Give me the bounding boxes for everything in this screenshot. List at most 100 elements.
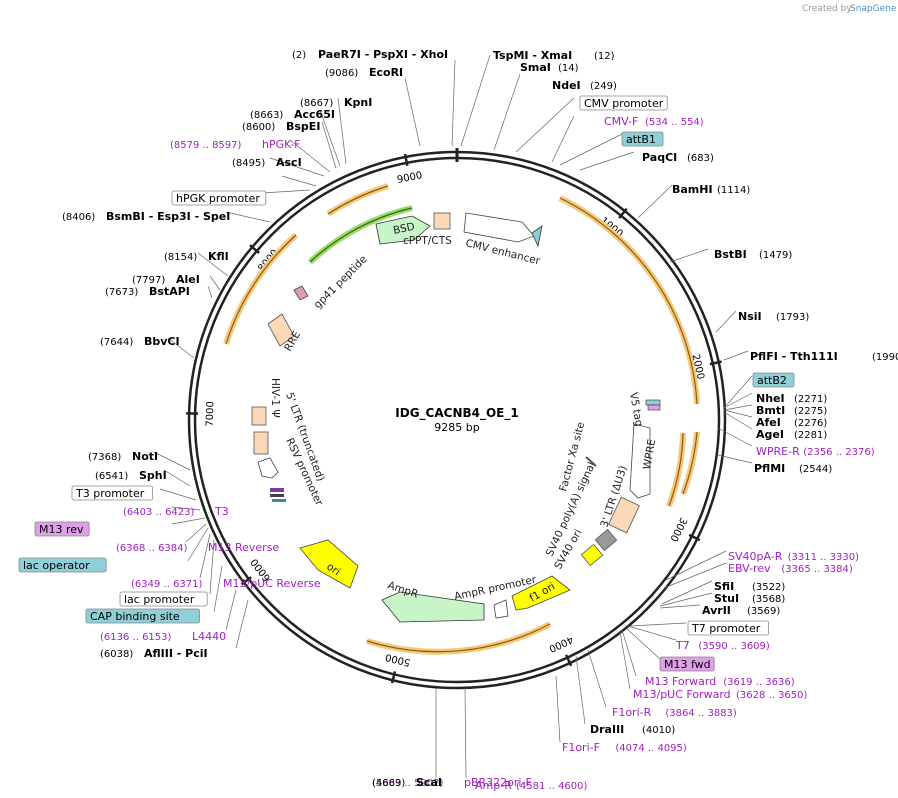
map-label[interactable]: attB1 xyxy=(621,131,664,147)
map-label[interactable]: (3628 .. 3650)M13/pUC Forward xyxy=(633,688,808,701)
map-label[interactable]: (2356 .. 2376)WPRE-R xyxy=(756,445,875,458)
map-label[interactable]: (3569)AvrII xyxy=(702,604,780,617)
map-label[interactable]: (683)PaqCI xyxy=(642,151,714,164)
feature-box xyxy=(18,557,107,573)
ltr3-feature[interactable] xyxy=(608,496,640,534)
ori-feature[interactable] xyxy=(299,539,359,589)
v5-feature[interactable] xyxy=(647,404,661,411)
map-label[interactable]: (4010)DraIII xyxy=(590,723,675,736)
enzyme-name: PflFI - Tth111I xyxy=(750,350,838,363)
f1-ori-feature[interactable] xyxy=(511,575,571,611)
map-label[interactable]: attB2 xyxy=(752,372,795,388)
map-label[interactable]: (3590 .. 3609)T7 xyxy=(675,639,770,652)
map-label[interactable]: CAP binding site xyxy=(85,608,200,624)
cmv-enhancer-feature[interactable] xyxy=(463,212,535,243)
map-label[interactable]: (8579 .. 8597)hPGK-F xyxy=(170,138,300,151)
attb2-feature[interactable] xyxy=(645,399,661,406)
map-label[interactable]: (8495)AscI xyxy=(232,156,302,169)
map-label[interactable]: (7368)NotI xyxy=(88,450,158,463)
map-label[interactable]: (2271)NheI xyxy=(756,392,827,405)
map-label[interactable]: (3619 .. 3636)M13 Forward xyxy=(645,675,795,688)
map-label[interactable]: (1479)BstBI xyxy=(714,248,792,261)
rre-feature[interactable] xyxy=(267,313,295,347)
attb1-feature[interactable] xyxy=(531,225,543,248)
map-label[interactable]: (7644)BbvCI xyxy=(100,335,180,348)
factor-xa-feature[interactable] xyxy=(585,456,597,467)
enzyme-position: (8600) xyxy=(242,122,275,133)
map-label[interactable]: (3568)StuI xyxy=(714,592,785,605)
map-label[interactable]: (3365 .. 3384)EBV-rev xyxy=(728,562,853,575)
map-label[interactable]: (8663)Acc65I xyxy=(250,108,335,121)
map-label[interactable]: (6136 .. 6153)L4440 xyxy=(100,630,226,643)
cppt-feature[interactable] xyxy=(433,212,451,230)
map-label[interactable]: (2276)AfeI xyxy=(756,416,827,429)
map-label[interactable]: lac promoter xyxy=(119,591,208,607)
map-label[interactable]: hPGK promoter xyxy=(171,190,267,206)
enzyme-position: (8154) xyxy=(164,252,197,263)
map-label[interactable]: (6038)AflIII - PciI xyxy=(100,647,208,660)
map-label[interactable]: (1990)PflFI - Tth111I xyxy=(750,350,898,363)
bsd-feature[interactable] xyxy=(375,215,431,245)
orf-arc-2[interactable] xyxy=(666,432,686,508)
map-label[interactable]: (7673)BstAPI xyxy=(105,285,190,298)
feature-box-label: attB2 xyxy=(757,374,787,387)
map-label[interactable]: (6541)SphI xyxy=(95,469,167,482)
map-label[interactable]: (6403 .. 6423)T3 xyxy=(123,505,229,518)
map-label[interactable]: (4669)ScaI xyxy=(372,776,442,789)
map-label[interactable]: (1793) NsiI xyxy=(738,310,809,323)
map-label[interactable]: (12)TspMI - XmaI xyxy=(493,49,615,62)
tick-mark xyxy=(390,671,397,684)
map-label[interactable]: (1114)BamHI xyxy=(672,183,750,196)
map-label[interactable]: T3 promoter xyxy=(71,485,153,501)
map-label[interactable]: lac operator xyxy=(18,557,107,573)
map-label[interactable]: (2275)BmtI xyxy=(756,404,827,417)
gp41-feature[interactable] xyxy=(293,285,309,301)
orf-arc-6[interactable] xyxy=(326,183,389,217)
feature-box-label: CMV promoter xyxy=(584,97,664,110)
map-label[interactable]: (6349 .. 6371)M13/pUC Reverse xyxy=(131,577,321,590)
map-label[interactable]: (8154)KflI xyxy=(164,250,229,263)
map-label[interactable]: (8600)BspEI xyxy=(242,120,320,133)
enzyme-position: (1479) xyxy=(759,250,792,261)
map-label[interactable]: (534 .. 554)CMV-F xyxy=(604,115,704,128)
orf-arc-1[interactable] xyxy=(558,195,700,405)
map-label[interactable]: M13 fwd xyxy=(659,656,715,672)
map-label[interactable]: (4581 .. 4600)Amp-R xyxy=(475,779,588,792)
map-label[interactable]: (5883 .. 5902)pBR322ori-F xyxy=(372,776,532,789)
map-label[interactable]: (6368 .. 6384)M13 Reverse xyxy=(116,541,279,554)
tick-label: 3000 xyxy=(667,515,688,543)
orf-arc-5-line xyxy=(225,234,297,345)
map-label[interactable]: CMV promoter xyxy=(579,95,668,111)
map-label[interactable]: (2281)AgeI xyxy=(756,428,827,441)
enzyme-name: Acc65I xyxy=(294,108,335,121)
map-label[interactable]: (3522)SfiI xyxy=(714,580,785,593)
wpre-feature[interactable] xyxy=(629,423,651,499)
map-label[interactable]: (8406)BsmBI - Esp3I - SpeI xyxy=(62,210,230,223)
map-label[interactable]: (2544)PflMI xyxy=(754,462,832,475)
ampr-feature[interactable] xyxy=(381,591,485,623)
map-label[interactable]: T7 promoter xyxy=(687,620,769,636)
enzyme-position: (3569) xyxy=(747,606,780,617)
map-label[interactable]: (8667)KpnI xyxy=(300,96,372,109)
map-label[interactable]: (14)SmaI xyxy=(520,61,579,74)
enzyme-position: (1793) xyxy=(776,312,809,323)
enzyme-position: (9086) xyxy=(325,68,358,79)
map-label[interactable]: (3311 .. 3330)SV40pA-R xyxy=(728,550,859,563)
enzyme-name: NsiI xyxy=(738,310,762,323)
feature-box-label: lac operator xyxy=(23,559,90,572)
map-label[interactable]: (3864 .. 3883)F1ori-R xyxy=(612,706,737,719)
map-label[interactable]: (4074 .. 4095)F1ori-F xyxy=(562,741,687,754)
rsv-feature[interactable] xyxy=(257,457,279,479)
map-label[interactable]: (2)PaeR7I - PspXI - XhoI xyxy=(292,48,448,61)
map-label[interactable]: (9086)EcoRI xyxy=(325,66,403,79)
left-labels: (2)PaeR7I - PspXI - XhoI (9086)EcoRI (8667… xyxy=(18,48,532,789)
sv40pa-feature[interactable] xyxy=(594,528,618,552)
map-label[interactable]: (7797)AleI xyxy=(132,273,200,286)
map-label[interactable]: M13 rev xyxy=(34,521,90,537)
hiv-psi-feature[interactable] xyxy=(251,406,267,426)
sv40-ori-feature[interactable] xyxy=(580,543,604,567)
amppro-feature[interactable] xyxy=(493,599,509,619)
map-label[interactable]: (249)NdeI xyxy=(552,79,617,92)
tick-label: 7000 xyxy=(205,401,217,427)
ltr5-feature[interactable] xyxy=(253,431,269,455)
